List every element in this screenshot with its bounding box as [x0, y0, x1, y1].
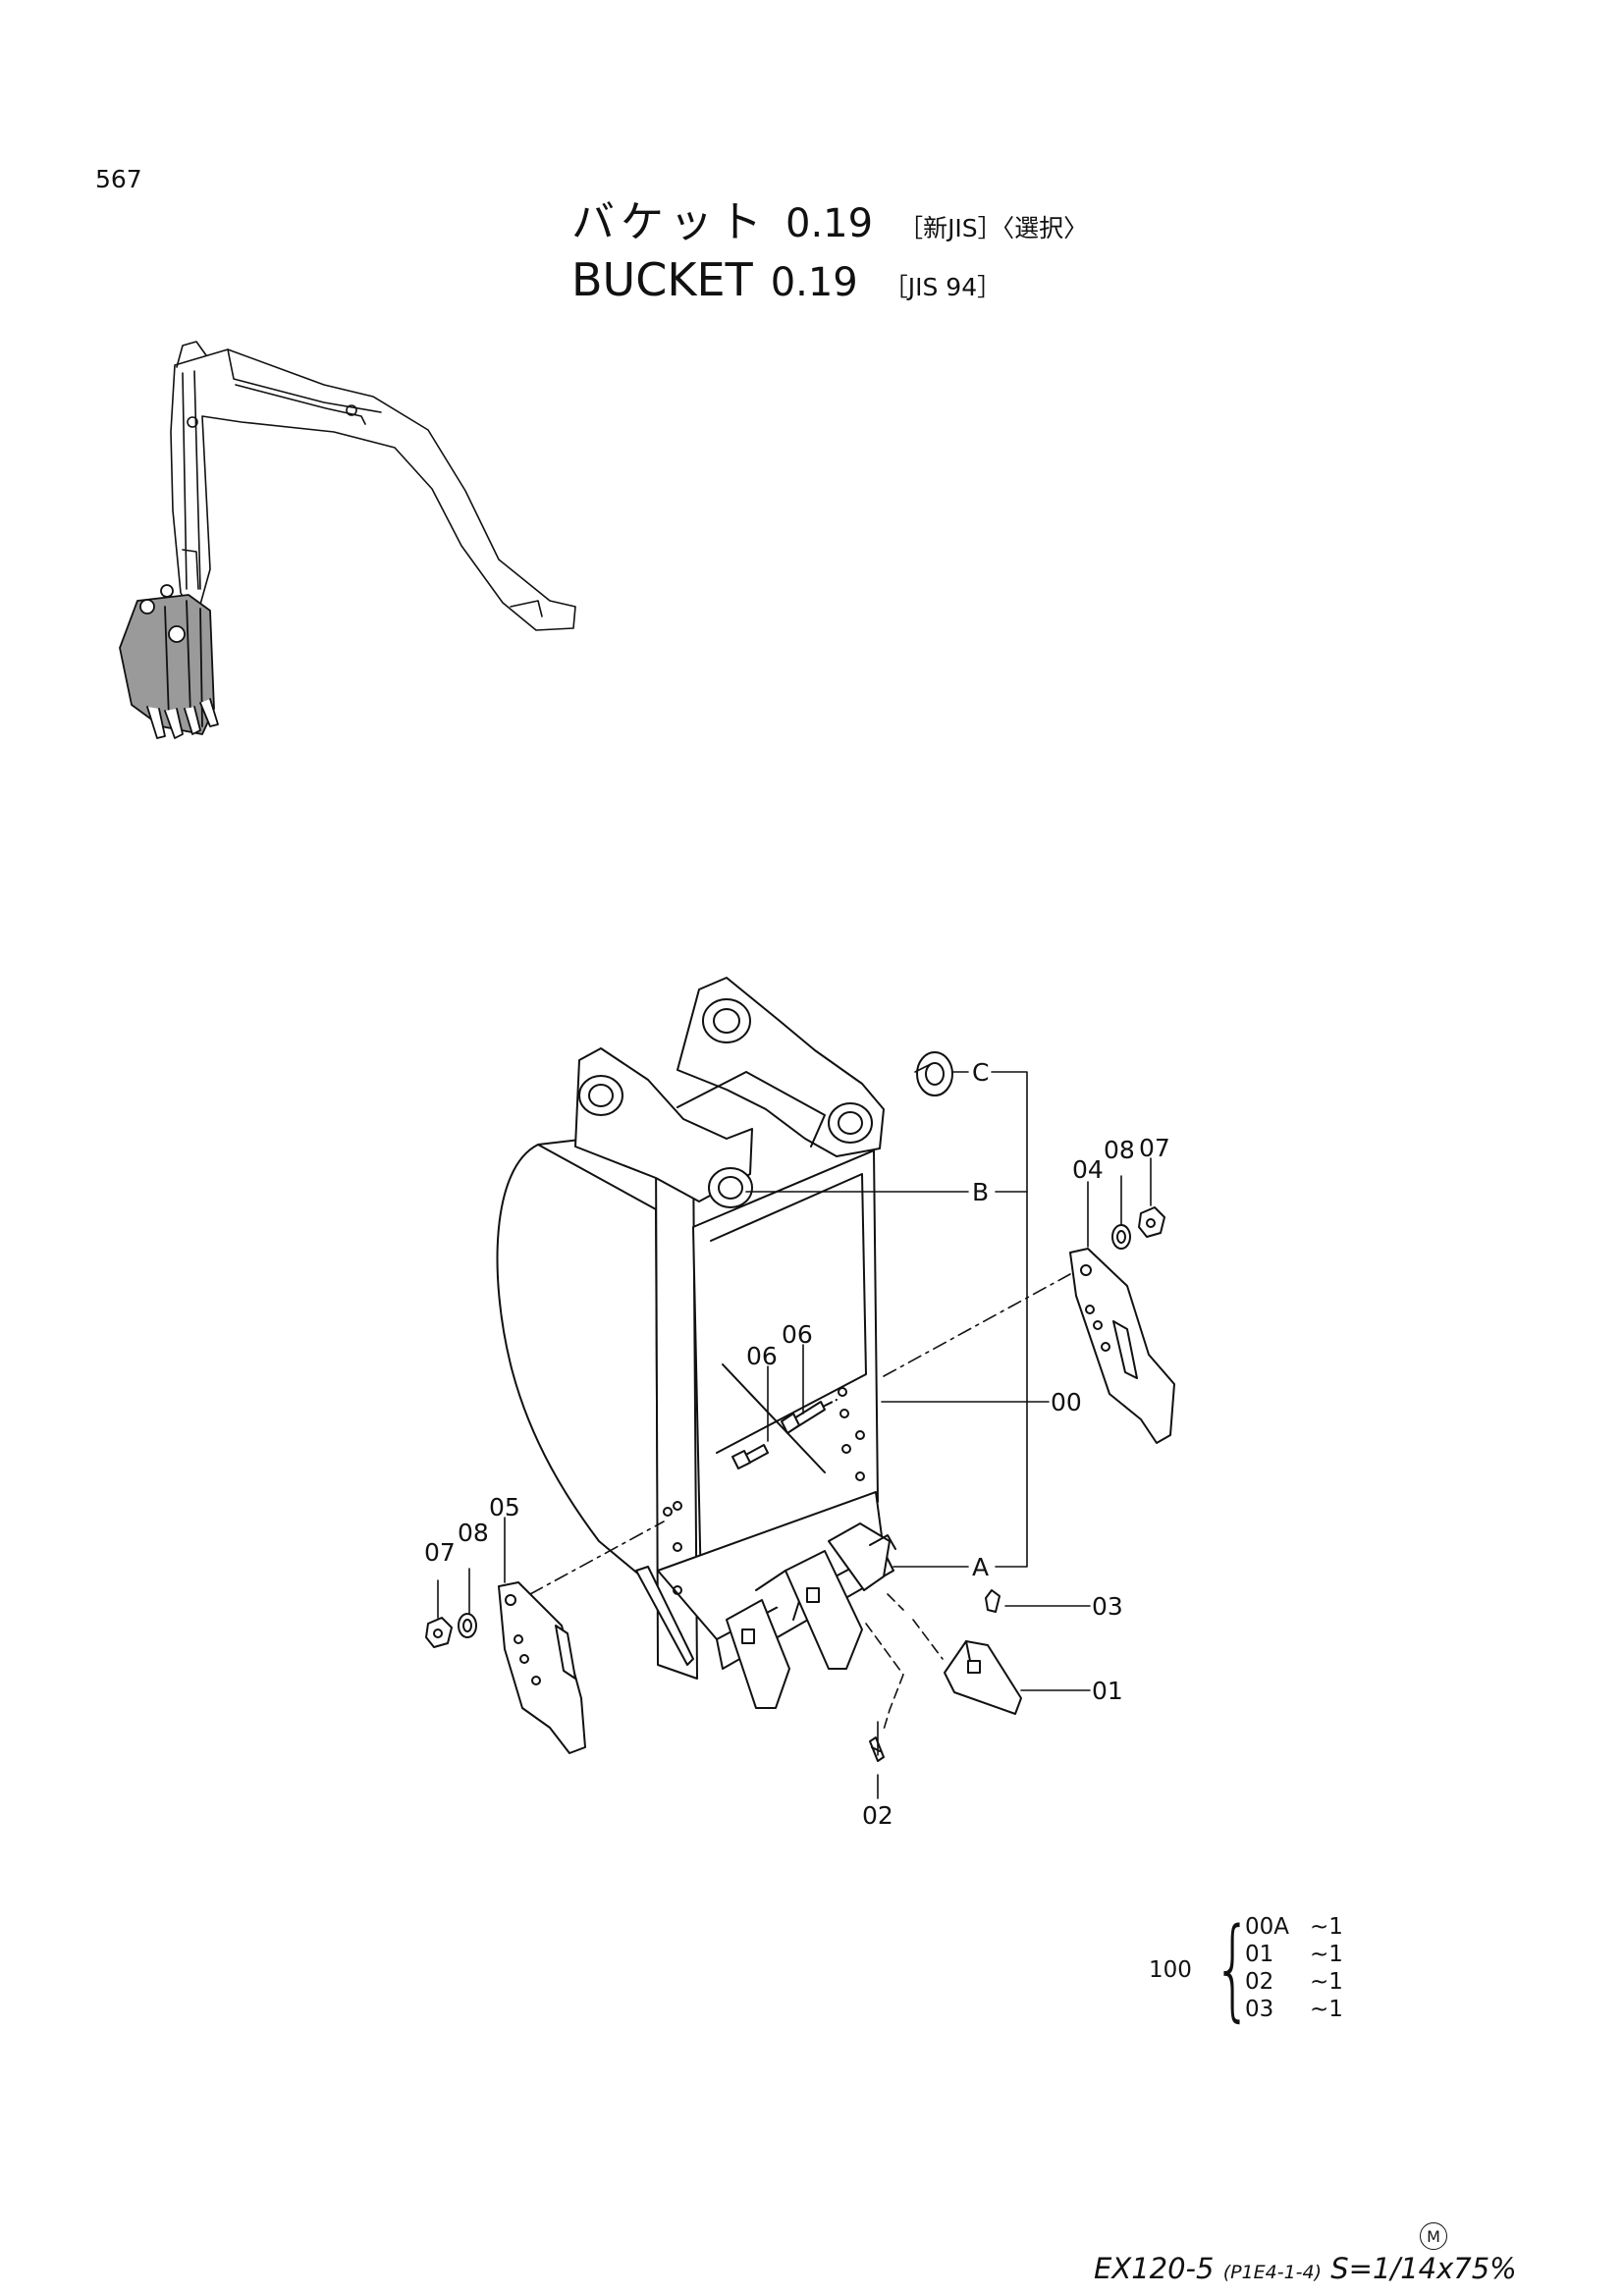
- title-jp-spec: ［新JIS］〈選択〉: [898, 214, 1089, 242]
- nut-07-right: [1138, 1206, 1165, 1238]
- kit-code: 00A: [1245, 1914, 1290, 1940]
- footer-ref: (P1E4-1-4): [1222, 2262, 1323, 2283]
- title-size-jp: 0.19: [785, 201, 874, 246]
- washer-08-right: [1111, 1224, 1131, 1250]
- callout-04: 04: [1072, 1155, 1104, 1184]
- callout-05: 05: [489, 1493, 520, 1522]
- side-cutter-right: [1069, 1248, 1175, 1444]
- bolt-06-upper: [781, 1399, 838, 1434]
- title-en-line: BUCKET 0.19 ［JIS 94］: [571, 253, 1088, 306]
- kit-qty: ~1: [1310, 1969, 1343, 1995]
- title-jp: バケット: [571, 197, 768, 247]
- kit-qty: ~1: [1310, 1997, 1343, 2022]
- kit-row: 02 ~1: [1245, 1969, 1369, 1997]
- callout-07-left: 07: [424, 1538, 456, 1567]
- title-size-en: 0.19: [770, 260, 858, 305]
- footer: EX120-5 (P1E4-1-4) S=1/14x75%: [1094, 2252, 1517, 2285]
- kit-code: 01: [1245, 1942, 1274, 1967]
- kit-code: 02: [1245, 1969, 1274, 1995]
- callout-01: 01: [1092, 1677, 1123, 1705]
- callout-b: B: [972, 1178, 989, 1206]
- callout-00: 00: [1051, 1388, 1082, 1416]
- title-jp-line: バケット 0.19 ［新JIS］〈選択〉: [571, 187, 1088, 249]
- bucket-assembly: [496, 977, 896, 1709]
- excavator-arm-thumbnail: [170, 341, 576, 631]
- washer-08-left: [458, 1613, 477, 1638]
- shim-c: [916, 1051, 953, 1096]
- tooth-01: [944, 1640, 1022, 1715]
- title-en: BUCKET: [571, 253, 753, 306]
- callout-06-upper: 06: [782, 1320, 813, 1349]
- kit-row: 00A ~1: [1245, 1914, 1369, 1942]
- nut-07-left: [425, 1617, 453, 1648]
- brace-symbol: {: [1214, 1905, 1253, 2033]
- kit-qty: ~1: [1310, 1914, 1343, 1940]
- kit-parent-number: 100: [1149, 1957, 1192, 1983]
- pin-boss: [578, 998, 873, 1208]
- side-cutter-left: [498, 1581, 586, 1754]
- circled-m-mark: M: [1420, 2222, 1447, 2250]
- kit-rows: 00A ~1 01 ~1 02 ~1 03 ~1: [1245, 1914, 1369, 2024]
- bolt-06-lower: [731, 1444, 769, 1469]
- callout-c: C: [972, 1058, 989, 1087]
- footer-model: EX120-5: [1094, 2252, 1215, 2285]
- callout-08-left: 08: [458, 1519, 489, 1547]
- kit-code: 03: [1245, 1997, 1274, 2022]
- title-en-spec: ［JIS 94］: [883, 273, 1002, 301]
- callout-06-lower: 06: [746, 1342, 778, 1370]
- title-block: バケット 0.19 ［新JIS］〈選択〉 BUCKET 0.19 ［JIS 94…: [571, 187, 1088, 306]
- kit-row: 03 ~1: [1245, 1997, 1369, 2024]
- footer-scale: S=1/14x75%: [1330, 2252, 1517, 2285]
- callout-08-right: 08: [1104, 1136, 1135, 1164]
- lock-03: [985, 1589, 1001, 1613]
- bucket-teeth: [726, 1522, 896, 1709]
- callout-03: 03: [1092, 1592, 1123, 1621]
- callout-a: A: [972, 1553, 989, 1581]
- leader-lines: [437, 1063, 1152, 1799]
- page-number: 567: [95, 165, 142, 193]
- kit-qty: ~1: [1310, 1942, 1343, 1967]
- pin-02: [869, 1736, 885, 1762]
- callout-07-right: 07: [1139, 1134, 1170, 1162]
- kit-row: 01 ~1: [1245, 1942, 1369, 1969]
- excavator-bucket-thumbnail: [119, 584, 219, 739]
- callout-02: 02: [862, 1801, 893, 1830]
